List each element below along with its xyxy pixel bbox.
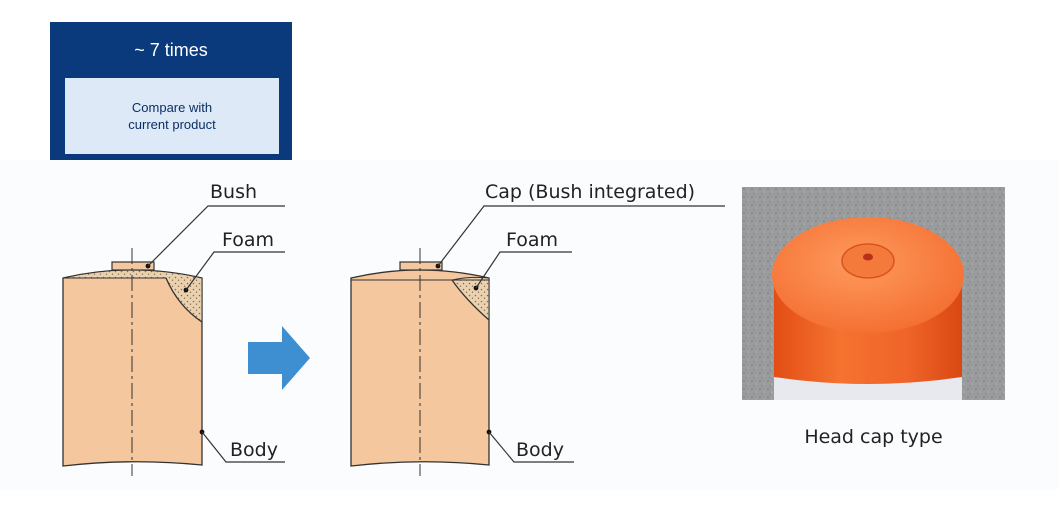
photo-caption: Head cap type (804, 426, 943, 448)
transition-arrow-icon (248, 326, 310, 390)
label-body-right: Body (516, 439, 564, 461)
comparison-callout: ~ 7 times Compare with current product (50, 22, 292, 160)
callout-subtitle-line1: Compare with (131, 100, 213, 115)
label-cap: Cap (Bush integrated) (485, 181, 695, 203)
label-body-left: Body (230, 439, 278, 461)
label-foam-left: Foam (222, 229, 274, 251)
current-product-drawing (62, 205, 285, 476)
label-foam-right: Foam (506, 229, 558, 251)
callout-subtitle-line2: current product (128, 117, 216, 132)
label-bush: Bush (210, 181, 257, 203)
callout-subtitle-box: Compare with current product (65, 78, 279, 154)
current-bush (111, 261, 155, 271)
head-cap-photo (742, 187, 1005, 400)
callout-title: ~ 7 times (134, 40, 208, 60)
new-cap-boss (399, 261, 443, 271)
new-product-drawing (350, 205, 725, 476)
